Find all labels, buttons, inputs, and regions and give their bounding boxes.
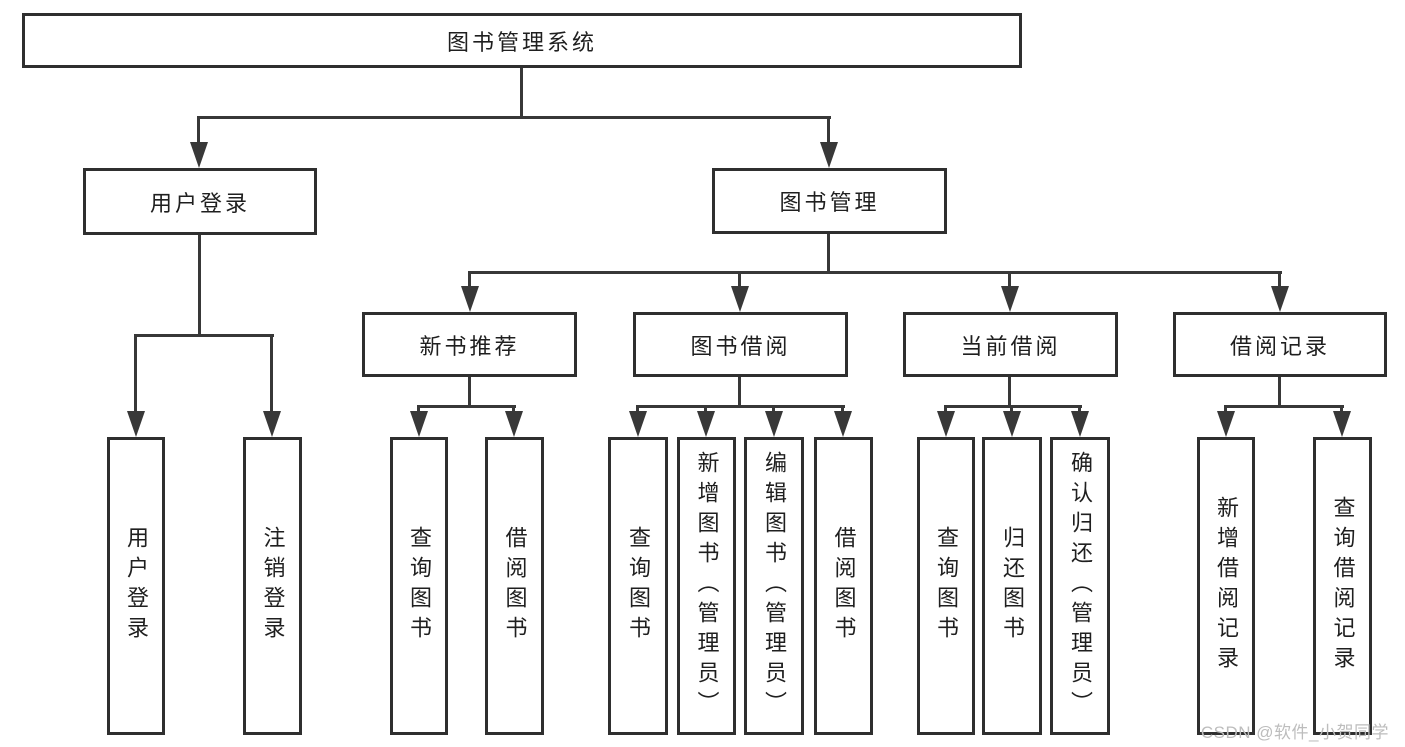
leaf-label: 查询图书: [626, 526, 651, 646]
leaf-label: 查询图书: [407, 526, 432, 646]
connector-line: [772, 405, 775, 414]
arrowhead-down: [127, 411, 145, 437]
connector-line: [1340, 405, 1343, 414]
leaf-edit-book-admin: 编辑图书（管理员）: [744, 437, 804, 735]
leaf-label: 编辑图书（管理员）: [762, 451, 787, 721]
arrowhead-down: [834, 411, 852, 437]
connector-line: [1224, 405, 1344, 408]
connector-line: [134, 334, 137, 414]
connector-line: [738, 377, 741, 407]
connector-line: [704, 405, 707, 414]
arrowhead-down: [505, 411, 523, 437]
connector-line: [1008, 271, 1011, 289]
leaf-query-books-recommend: 查询图书: [390, 437, 448, 735]
leaf-label: 借阅图书: [831, 526, 857, 646]
leaf-query-borrow-record: 查询借阅记录: [1313, 437, 1372, 735]
leaf-label: 新增借阅记录: [1214, 496, 1239, 676]
leaf-borrow-books-recommend: 借阅图书: [485, 437, 544, 735]
leaf-borrow-books-borrow: 借阅图书: [814, 437, 873, 735]
arrowhead-down: [1217, 411, 1235, 437]
connector-line: [134, 334, 274, 337]
arrowhead-down: [1071, 411, 1089, 437]
node-current-borrow: 当前借阅: [903, 312, 1118, 377]
connector-line: [468, 377, 471, 407]
leaf-add-book-admin: 新增图书（管理员）: [677, 437, 736, 735]
arrowhead-down: [820, 142, 838, 168]
connector-line: [827, 116, 830, 146]
node-label: 借阅记录: [1229, 333, 1330, 359]
arrowhead-down: [190, 142, 208, 168]
connector-line: [468, 271, 1282, 274]
connector-line: [520, 68, 523, 118]
connector-line: [636, 405, 639, 414]
arrowhead-down: [1001, 286, 1019, 312]
node-label: 图书管理: [779, 190, 880, 215]
arrowhead-down: [629, 411, 647, 437]
arrowhead-down: [731, 286, 749, 312]
connector-line: [198, 235, 201, 336]
arrowhead-down: [937, 411, 955, 437]
node-new-book-recommend: 新书推荐: [362, 312, 577, 377]
leaf-label: 新增图书（管理员）: [694, 451, 720, 721]
connector-line: [197, 116, 831, 119]
connector-line: [1008, 377, 1011, 407]
csdn-watermark: CSDN @软件_小贺同学: [1200, 723, 1389, 742]
arrowhead-down: [765, 411, 783, 437]
leaf-logout: 注销登录: [243, 437, 302, 735]
arrowhead-down: [1003, 411, 1021, 437]
arrowhead-down: [410, 411, 428, 437]
leaf-query-books-borrow: 查询图书: [608, 437, 668, 735]
node-book-manage: 图书管理: [712, 168, 947, 234]
connector-line: [1010, 405, 1013, 414]
node-borrow-record: 借阅记录: [1173, 312, 1387, 377]
node-label: 用户登录: [149, 190, 250, 216]
leaf-label: 查询图书: [934, 526, 959, 646]
connector-line: [468, 271, 471, 289]
leaf-user-login: 用户登录: [107, 437, 165, 735]
arrowhead-down: [1333, 411, 1351, 437]
leaf-query-books-current: 查询图书: [917, 437, 975, 735]
connector-line: [944, 405, 947, 414]
leaf-label: 归还图书: [1000, 526, 1025, 646]
arrowhead-down: [697, 411, 715, 437]
connector-line: [1078, 405, 1081, 414]
arrowhead-down: [1271, 286, 1289, 312]
connector-line: [738, 271, 741, 289]
connector-line: [1278, 271, 1281, 289]
connector-line: [1224, 405, 1227, 414]
connector-line: [827, 234, 830, 273]
leaf-label: 查询借阅记录: [1330, 496, 1356, 676]
leaf-return-book: 归还图书: [982, 437, 1042, 735]
connector-line: [512, 405, 515, 414]
node-label: 图书借阅: [690, 333, 791, 359]
connector-line: [944, 405, 1082, 408]
leaf-confirm-return-admin: 确认归还（管理员）: [1050, 437, 1110, 735]
node-label: 图书管理系统: [446, 29, 597, 55]
node-label: 当前借阅: [960, 333, 1061, 359]
leaf-label: 借阅图书: [502, 526, 528, 646]
arrowhead-down: [263, 411, 281, 437]
connector-line: [636, 405, 845, 408]
connector-line: [417, 405, 516, 408]
leaf-add-borrow-record: 新增借阅记录: [1197, 437, 1255, 735]
node-label: 新书推荐: [419, 333, 520, 359]
connector-line: [841, 405, 844, 414]
node-library-system: 图书管理系统: [22, 13, 1022, 68]
connector-line: [197, 116, 200, 146]
connector-line: [1278, 377, 1281, 407]
leaf-label: 确认归还（管理员）: [1068, 451, 1093, 721]
leaf-label: 注销登录: [260, 526, 286, 646]
connector-line: [270, 334, 273, 414]
leaf-label: 用户登录: [124, 526, 149, 646]
arrowhead-down: [461, 286, 479, 312]
node-book-borrow: 图书借阅: [633, 312, 848, 377]
connector-line: [417, 405, 420, 414]
node-user-login: 用户登录: [83, 168, 317, 235]
